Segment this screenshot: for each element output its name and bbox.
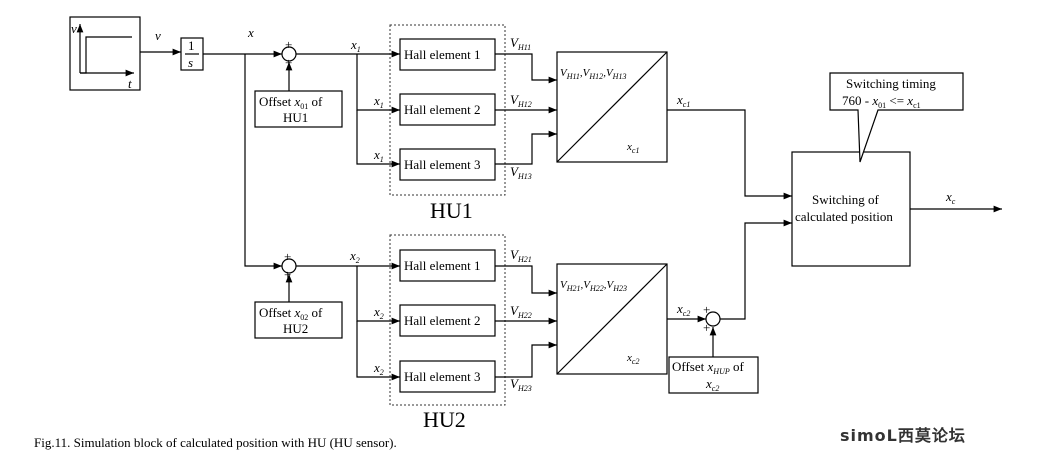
- svg-text:Hall element 2: Hall element 2: [404, 102, 481, 117]
- svg-text:Hall element 2: Hall element 2: [404, 313, 481, 328]
- offset-x02-line1: Offset x02 of: [259, 305, 323, 322]
- x1-label-b: x1: [373, 93, 384, 110]
- hu2-hall-element-1: Hall element 1: [399, 249, 496, 282]
- x2-label-b: x2: [373, 304, 384, 321]
- hu1-hall-element-2: Hall element 2: [399, 93, 496, 126]
- v-signal-label: v: [155, 28, 161, 43]
- offset-x01-line2: HU1: [283, 110, 308, 125]
- hu2-calc-inputs: VH21,VH22,VH23: [560, 279, 627, 293]
- x2-label-a: x2: [349, 248, 360, 265]
- integrator-block: 1 s: [180, 37, 204, 71]
- hu2-output-1: VH21: [510, 247, 532, 264]
- hu1-hall-element-1: Hall element 1: [399, 38, 496, 71]
- hu1-position-calc-block: VH11,VH12,VH13 xc1: [556, 51, 668, 163]
- hu2-output-2: VH22: [510, 303, 532, 320]
- hu1-calc-inputs: VH11,VH12,VH13: [560, 67, 626, 81]
- sum-hup-plus-a: +: [703, 302, 710, 317]
- step-input-block: v t: [69, 16, 141, 91]
- xc1-label: xc1: [676, 92, 690, 109]
- switching-block: Switching of calculated position: [791, 151, 911, 267]
- hu1-output-2: VH12: [510, 92, 532, 109]
- hu2-group-frame: [389, 234, 506, 406]
- offset-x02-line2: HU2: [283, 321, 308, 336]
- switching-block-line1: Switching of: [812, 192, 879, 207]
- svg-text:Hall element 1: Hall element 1: [404, 47, 481, 62]
- offset-x01-line1: Offset x01 of: [259, 94, 323, 111]
- svg-text:Hall element 1: Hall element 1: [404, 258, 481, 273]
- offset-xhup-line1: Offset xHUP of: [672, 359, 745, 376]
- hu2-position-calc-block: VH21,VH22,VH23 xc2: [556, 263, 668, 375]
- hu2-hall-element-3: Hall element 3: [399, 360, 496, 393]
- offset-xhup-block: Offset xHUP of xc2: [668, 356, 759, 394]
- svg-text:Hall element 3: Hall element 3: [404, 369, 481, 384]
- xc2-label: xc2: [676, 301, 690, 318]
- switching-block-line2: calculated position: [795, 209, 893, 224]
- watermark-logo: simoL西莫论坛: [840, 426, 966, 445]
- x1-label-c: x1: [373, 147, 384, 164]
- hu1-calc-output-label: xc1: [626, 141, 639, 155]
- offset-x01-block: Offset x01 of HU1: [254, 90, 343, 128]
- sum-hup-plus-b: +: [703, 320, 710, 335]
- step-y-axis-label: v: [71, 21, 77, 36]
- hu1-output-3: VH13: [510, 164, 532, 181]
- hu2-output-3: VH23: [510, 376, 532, 393]
- x-signal-label: x: [247, 25, 254, 40]
- sum-junction-hup: + +: [703, 302, 721, 335]
- xc-output-label: xc: [945, 189, 956, 206]
- sum2-plus-b: +: [284, 267, 291, 282]
- integrator-numerator: 1: [188, 38, 195, 53]
- hu1-hall-element-3: Hall element 3: [399, 148, 496, 181]
- x2-label-c: x2: [373, 360, 384, 377]
- switching-timing-callout: Switching timing 760 - x01 <= xc1: [829, 72, 964, 163]
- step-x-axis-label: t: [128, 76, 132, 91]
- hu2-hall-element-2: Hall element 2: [399, 304, 496, 337]
- sum2-plus-a: +: [284, 249, 291, 264]
- hu2-label: HU2: [423, 407, 466, 432]
- offset-xhup-line2: xc2: [705, 376, 719, 393]
- offset-x02-block: Offset x02 of HU2: [254, 301, 343, 339]
- svg-text:Hall element 3: Hall element 3: [404, 157, 481, 172]
- hu1-label: HU1: [430, 198, 473, 223]
- figure-caption: Fig.11. Simulation block of calculated p…: [34, 435, 397, 450]
- sum1-plus-a: +: [285, 37, 292, 52]
- hu1-output-1: VH11: [510, 35, 531, 52]
- timing-callout-line1: Switching timing: [846, 76, 936, 91]
- x1-label-a: x1: [350, 37, 361, 54]
- integrator-denominator: s: [188, 55, 193, 70]
- timing-callout-line2: 760 - x01 <= xc1: [842, 93, 921, 110]
- hu2-calc-output-label: xc2: [626, 352, 639, 366]
